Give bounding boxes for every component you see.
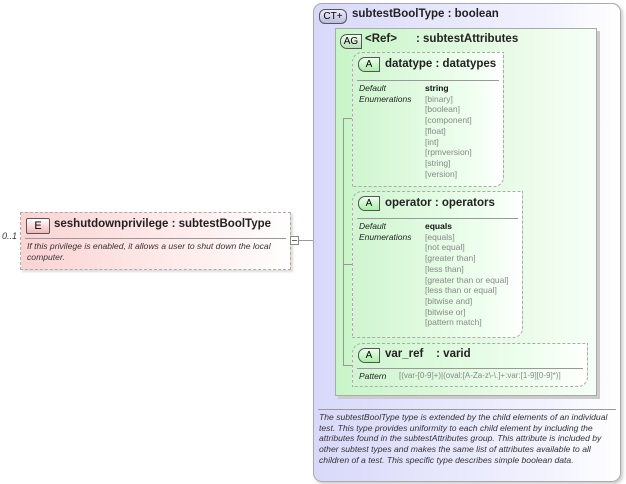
enumerations-label: Enumerations — [359, 93, 412, 104]
complex-type-badge-icon: CT+ — [319, 9, 347, 24]
element-box[interactable]: E seshutdownprivilege : subtestBoolType … — [20, 212, 291, 270]
enumeration-value: [equals] — [425, 231, 455, 242]
attribute-group-ref: <Ref> — [365, 33, 397, 45]
enumeration-value: [int] — [425, 136, 439, 147]
enumeration-value: [string] — [425, 157, 451, 168]
default-value: equals — [425, 221, 452, 231]
enumeration-value: [component] — [425, 115, 472, 126]
attribute-group-title: : subtestAttributes — [416, 33, 519, 45]
enumeration-value: [less than] — [425, 263, 464, 274]
enumeration-value: [bitwise or] — [425, 306, 466, 317]
attribute-badge-icon: A — [358, 348, 380, 363]
enumeration-value: [binary] — [425, 93, 453, 104]
pattern-value: [(var-[0-9]+)|(oval:[A-Za-z\-\.]+:var:[1… — [399, 371, 561, 380]
pattern-label: Pattern — [359, 371, 387, 381]
enumeration-value: [version] — [425, 168, 458, 179]
element-description: If this privilege is enabled, it allows … — [27, 241, 271, 262]
attribute-group-badge-icon: AG — [340, 34, 362, 49]
default-label: Default — [359, 83, 386, 93]
enumeration-value: [greater than] — [425, 253, 476, 264]
attribute-operator: A operator : operators Default Enumerati… — [352, 191, 523, 338]
attribute-title: datatype : datatypes — [385, 58, 497, 70]
attribute-title: var_ref : varid — [385, 348, 471, 360]
element-title: seshutdownprivilege : subtestBoolType — [54, 218, 272, 230]
occurrence-label: 0..1 — [2, 231, 18, 241]
enumeration-value: [less than or equal] — [425, 285, 497, 296]
default-value: string — [425, 83, 449, 93]
enumeration-value: [bitwise and] — [425, 295, 473, 306]
element-badge-icon: E — [26, 218, 50, 234]
enum-list-1: equals[equals][not equal][greater than][… — [425, 221, 509, 328]
enumeration-value: [greater than or equal] — [425, 274, 509, 285]
complex-type-description: The subtestBoolType type is extended by … — [319, 412, 608, 465]
enumeration-value: [rpmversion] — [425, 147, 472, 158]
enum-list-0: string[binary][boolean][component][float… — [425, 83, 472, 179]
enumeration-value: [pattern match] — [425, 317, 482, 328]
complex-type-title: subtestBoolType : boolean — [352, 8, 499, 20]
enumerations-label: Enumerations — [359, 231, 412, 242]
enumeration-value: [boolean] — [425, 104, 460, 115]
attribute-var-ref: A var_ref : varid Pattern [(var-[0-9]+)|… — [352, 343, 588, 387]
enumeration-value: [float] — [425, 125, 446, 136]
attribute-datatype: A datatype : datatypes Default Enumerati… — [352, 52, 504, 187]
attribute-badge-icon: A — [358, 196, 380, 211]
attribute-title: operator : operators — [385, 197, 495, 209]
attribute-badge-icon: A — [358, 57, 380, 72]
collapse-icon[interactable] — [290, 236, 299, 245]
default-label: Default — [359, 221, 386, 231]
enumeration-value: [not equal] — [425, 242, 465, 253]
